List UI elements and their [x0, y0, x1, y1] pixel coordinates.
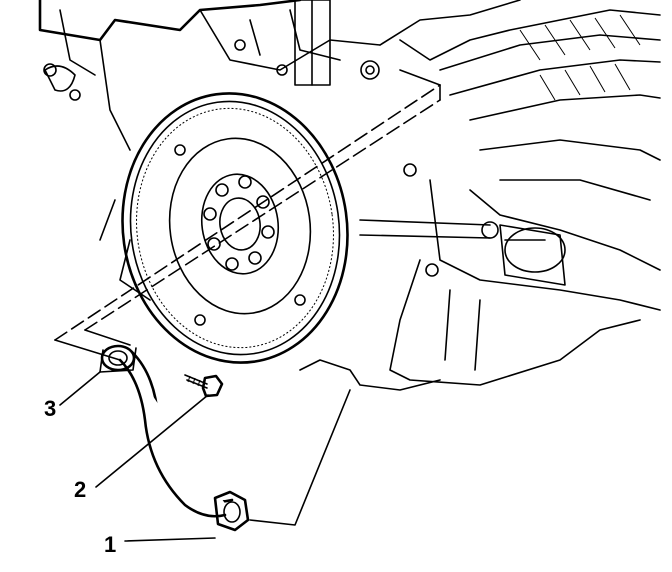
callout-2: 2 — [74, 477, 86, 502]
engine-block — [38, 0, 661, 391]
leader-lines — [59, 371, 351, 542]
alignment-dashed-lines — [54, 69, 441, 361]
pipe-assembly — [99, 344, 250, 532]
callout-1: 1 — [104, 532, 116, 557]
oil-filter — [499, 224, 566, 286]
top-fitting — [99, 344, 137, 373]
bottom-fitting — [213, 490, 250, 532]
callout-3: 3 — [44, 396, 56, 421]
flywheel — [121, 92, 349, 364]
bolt — [184, 374, 224, 398]
